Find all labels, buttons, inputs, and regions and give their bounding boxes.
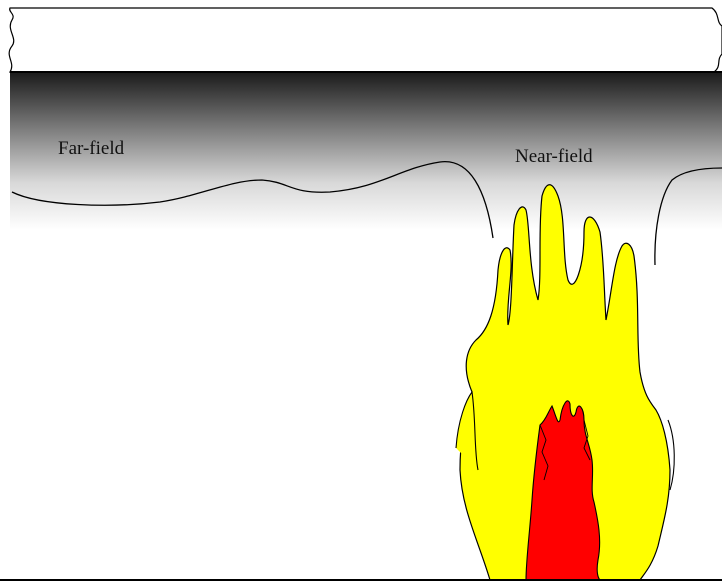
far-field-label: Far-field xyxy=(58,138,125,159)
near-field-label: Near-field xyxy=(515,146,593,167)
ceiling-slab xyxy=(9,8,722,72)
